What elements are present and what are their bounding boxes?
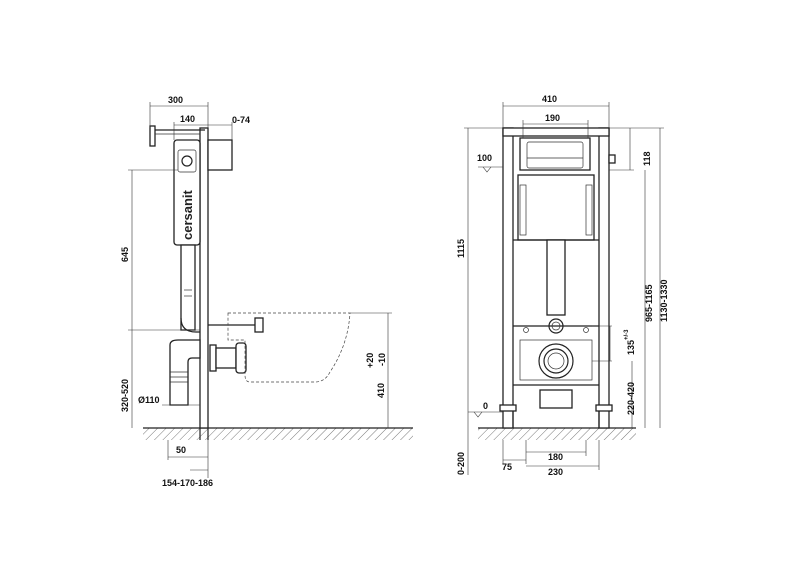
flush-pipe-bend bbox=[180, 317, 200, 333]
cistern-valve bbox=[181, 155, 193, 167]
flush-pipe-front bbox=[546, 239, 566, 316]
front-view: 410 190 100 118 1115 965-1165 1130-1330 … bbox=[456, 94, 669, 477]
bolt-hole-center bbox=[548, 318, 564, 334]
frame-post-side bbox=[199, 127, 209, 429]
bolt-right bbox=[583, 327, 589, 333]
dim-300: 300 bbox=[168, 95, 183, 105]
cistern-rib-r bbox=[585, 184, 593, 236]
button-box bbox=[519, 137, 591, 171]
dim-depth: 154-170-186 bbox=[162, 478, 213, 488]
dim-1115: 1115 bbox=[456, 239, 466, 258]
dim-0200: 0-200 bbox=[456, 452, 466, 475]
dim-074: 0-74 bbox=[232, 115, 250, 125]
dim-230: 230 bbox=[548, 467, 563, 477]
dim-75: 75 bbox=[502, 462, 512, 472]
dim-118: 118 bbox=[642, 151, 652, 166]
outlet-connector-end bbox=[235, 342, 247, 374]
cistern-top bbox=[177, 149, 197, 173]
outlet-connector bbox=[215, 347, 237, 369]
outlet-inner bbox=[543, 348, 569, 374]
cistern-rib-l bbox=[519, 184, 527, 236]
brand-label: cersanit bbox=[180, 189, 195, 240]
outlet-outer bbox=[538, 343, 574, 379]
frame-top-bar bbox=[502, 127, 610, 137]
flush-pipe bbox=[180, 244, 196, 331]
bolt-hole-center-inner bbox=[551, 321, 561, 331]
cistern-front bbox=[517, 174, 595, 241]
frame-right-post bbox=[598, 127, 610, 429]
dim-100: 100 bbox=[477, 153, 492, 163]
frame-left-post bbox=[502, 127, 514, 429]
floor-hatch-left bbox=[143, 428, 413, 440]
dim-410-front: 410 bbox=[542, 94, 557, 104]
bolt-nut bbox=[254, 317, 264, 333]
dim-135: 135 bbox=[626, 340, 636, 355]
dim-645: 645 bbox=[120, 247, 130, 262]
dim-320520: 320-520 bbox=[120, 379, 130, 412]
lower-plate bbox=[539, 389, 573, 409]
dim-9651165: 965-1165 bbox=[644, 284, 654, 322]
top-clip bbox=[149, 125, 156, 147]
side-fitting bbox=[608, 154, 616, 164]
button-plate bbox=[526, 141, 584, 169]
dim-bowl-minus: -10 bbox=[377, 353, 387, 366]
outlet-flange bbox=[209, 344, 217, 372]
bowl-outline bbox=[227, 312, 351, 383]
outlet-plate bbox=[519, 339, 593, 381]
dim-220420: 220-420 bbox=[626, 382, 636, 415]
outlet-elbow bbox=[169, 339, 201, 406]
dim-50: 50 bbox=[176, 445, 186, 455]
dim-11301330: 1130-1330 bbox=[659, 279, 669, 322]
flush-box bbox=[207, 139, 233, 171]
dim-bowl-plus: +20 bbox=[365, 353, 375, 368]
side-view: cersanit 300 140 0-74 bbox=[120, 95, 413, 488]
bolt-left bbox=[523, 327, 529, 333]
dim-180: 180 bbox=[548, 452, 563, 462]
dim-110: Ø110 bbox=[138, 395, 160, 405]
foot-left bbox=[499, 404, 517, 412]
dim-190: 190 bbox=[545, 113, 560, 123]
dim-135-tol: +/-3 bbox=[624, 329, 630, 340]
foot-right bbox=[595, 404, 613, 412]
dim-410-side: 410 bbox=[376, 383, 386, 398]
dim-0: 0 bbox=[483, 401, 488, 411]
outlet-core bbox=[547, 352, 565, 370]
floor-hatch-right bbox=[478, 428, 636, 440]
dim-140: 140 bbox=[180, 114, 195, 124]
